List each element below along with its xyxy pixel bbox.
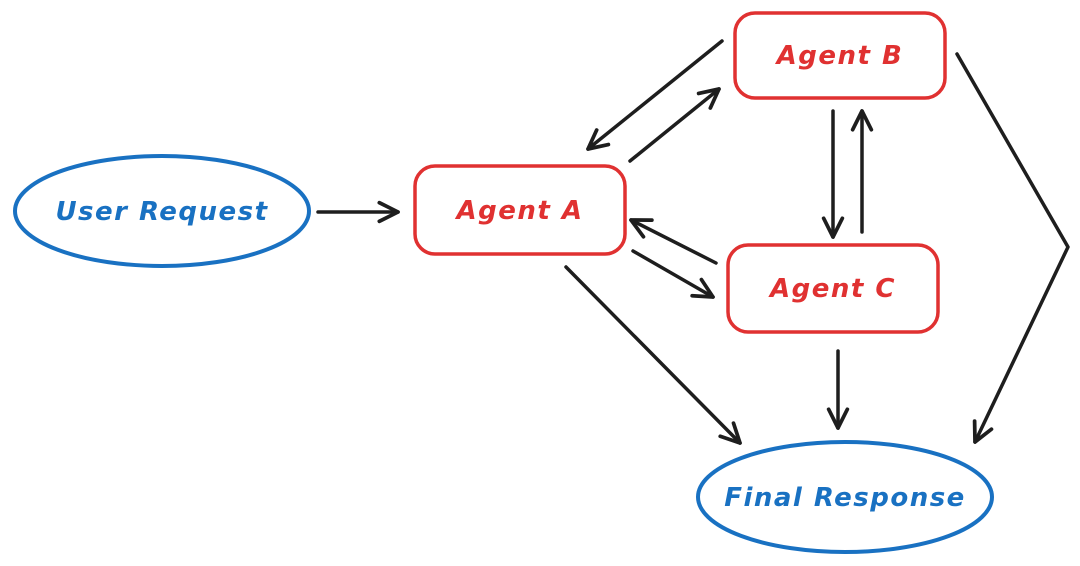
agent-b-label: Agent B bbox=[775, 41, 904, 71]
arrow-agent-b-to-agent-a bbox=[586, 39, 724, 151]
user-request-ellipse bbox=[13, 154, 311, 268]
final-response-ellipse bbox=[696, 440, 994, 554]
final-response-label: Final Response bbox=[724, 483, 966, 513]
node-agent-c: Agent C bbox=[726, 243, 940, 334]
node-user-request: User Request bbox=[13, 154, 311, 268]
arrow-agent-c-to-agent-a bbox=[629, 218, 718, 265]
agent-c-label: Agent C bbox=[768, 274, 896, 304]
arrow-agent-b-to-final-response bbox=[955, 52, 1070, 444]
arrow-agent-a-to-agent-b bbox=[628, 87, 721, 163]
node-final-response: Final Response bbox=[696, 440, 994, 554]
arrow-agent-a-to-final-response bbox=[564, 265, 742, 445]
node-agent-a: Agent A bbox=[413, 164, 627, 256]
node-agent-b: Agent B bbox=[733, 11, 947, 100]
user-request-label: User Request bbox=[55, 197, 268, 227]
agent-a-label: Agent A bbox=[455, 196, 584, 226]
agent-b-box bbox=[733, 11, 947, 100]
agent-c-box bbox=[726, 243, 940, 334]
arrow-agent-a-to-agent-c bbox=[631, 249, 715, 299]
agent-a-box bbox=[413, 164, 627, 256]
